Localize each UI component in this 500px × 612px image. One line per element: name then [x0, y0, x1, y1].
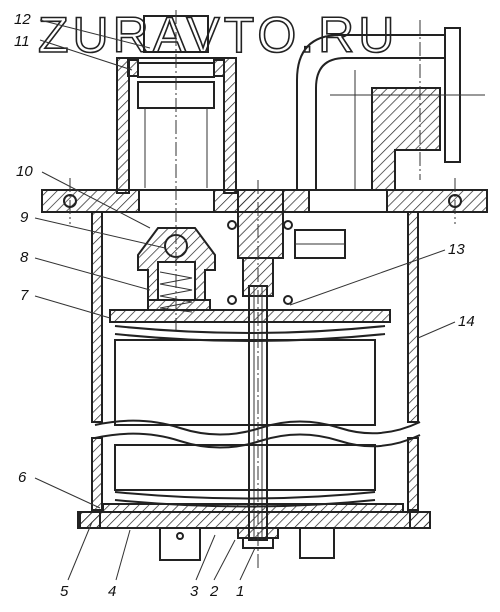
callout-12: 12	[14, 11, 31, 28]
filter-element	[94, 339, 421, 513]
upper-cylinder	[116, 15, 237, 194]
callout-13: 13	[448, 241, 465, 258]
leader-lines	[34, 19, 456, 581]
callout-14: 14	[458, 313, 475, 330]
callout-7: 7	[20, 287, 29, 304]
callout-3: 3	[190, 583, 199, 600]
base-plate	[77, 511, 431, 561]
callout-8: 8	[20, 249, 29, 266]
callouts: 12 11 10 9 8 7 13 14 6 5 4 3 2 1	[14, 11, 475, 600]
callout-10: 10	[16, 163, 33, 180]
callout-11: 11	[14, 33, 30, 50]
center-rod	[227, 189, 346, 541]
callout-1: 1	[236, 583, 244, 600]
callout-4: 4	[108, 583, 116, 600]
callout-9: 9	[20, 209, 29, 226]
callout-5: 5	[60, 583, 69, 600]
callout-2: 2	[209, 583, 219, 600]
callout-6: 6	[18, 469, 27, 486]
